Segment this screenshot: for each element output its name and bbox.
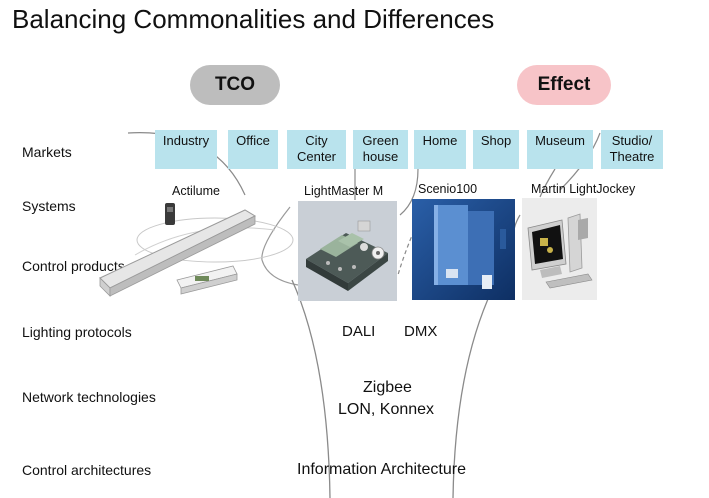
- market-home: Home: [414, 130, 466, 169]
- row-label-control-products: Control products: [22, 258, 125, 274]
- information-architecture-label: Information Architecture: [297, 461, 466, 478]
- actilume-product-image: [99, 203, 294, 297]
- protocol-dali: DALI: [342, 323, 376, 340]
- system-label-lightjockey: Martin LightJockey: [531, 182, 636, 196]
- market-office: Office: [228, 130, 278, 169]
- page-title: Balancing Commonalities and Differences: [12, 4, 495, 34]
- network-zigbee: Zigbee: [363, 379, 412, 396]
- effect-pill: Effect: [517, 65, 611, 105]
- system-label-actilume: Actilume: [172, 184, 220, 198]
- market-museum: Museum: [527, 130, 593, 169]
- tco-pill: TCO: [190, 65, 280, 105]
- row-label-network-technologies: Network technologies: [22, 389, 156, 405]
- market-greenhouse: Green house: [353, 130, 408, 169]
- row-label-markets: Markets: [22, 144, 72, 160]
- museum-connector: [539, 168, 556, 198]
- protocol-dmx: DMX: [404, 323, 438, 340]
- network-lon-konnex: LON, Konnex: [338, 401, 435, 418]
- market-studio-theatre: Studio/ Theatre: [601, 130, 663, 169]
- row-label-control-architectures: Control architectures: [22, 462, 152, 478]
- actilume-cable: [261, 206, 299, 286]
- market-industry: Industry: [155, 130, 217, 169]
- market-city-center: City Center: [287, 130, 346, 169]
- system-label-lightmaster: LightMaster M: [304, 184, 384, 198]
- right-boundary-curve: [452, 289, 493, 498]
- row-label-lighting-protocols: Lighting protocols: [22, 324, 132, 340]
- row-label-systems: Systems: [22, 198, 76, 214]
- lightjockey-product-image: [522, 198, 597, 300]
- market-shop: Shop: [473, 130, 519, 169]
- home-connector: [399, 168, 419, 216]
- system-label-scenio: Scenio100: [418, 182, 478, 196]
- scenio-product-image: [412, 199, 515, 300]
- lightmaster-product-image: [298, 201, 397, 301]
